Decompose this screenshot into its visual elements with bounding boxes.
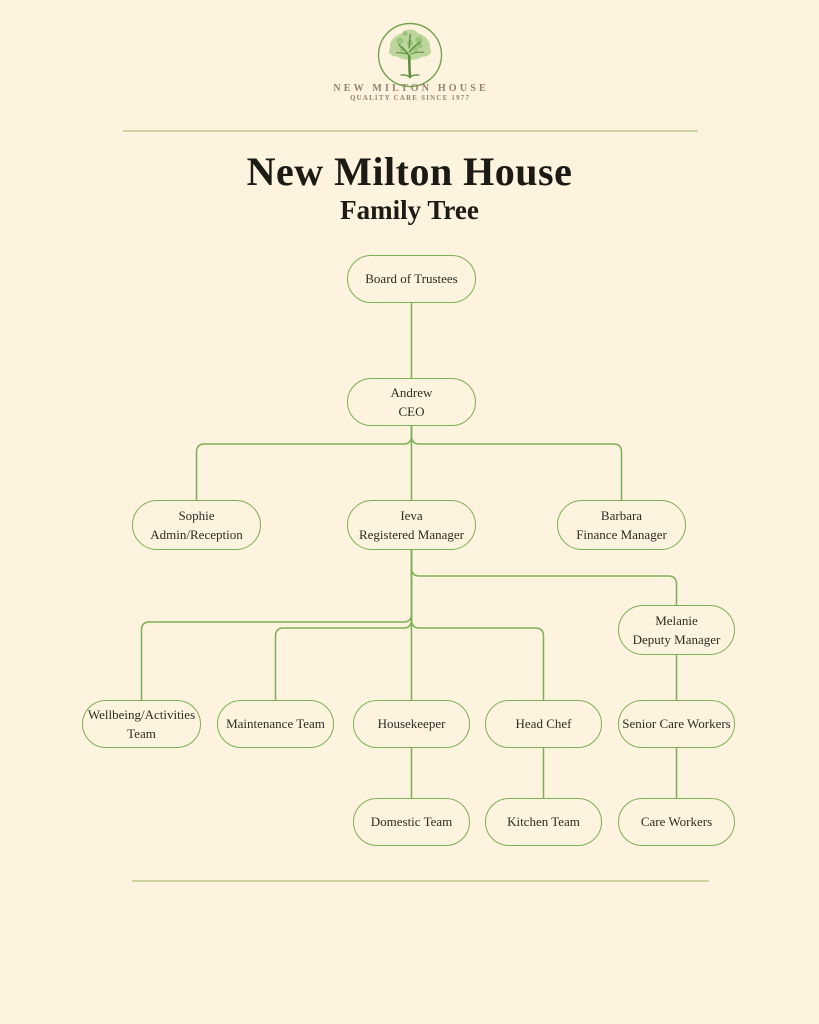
node-person-role: Deputy Manager: [632, 632, 721, 647]
node-label: Maintenance Team: [226, 716, 325, 732]
edge-manager-headchef: [410, 550, 545, 700]
bottom-divider: [132, 880, 709, 882]
node-person-role: CEO: [398, 404, 425, 419]
node-person-name: Barbara: [600, 507, 643, 523]
node-person-name: Ieva: [400, 507, 423, 523]
node-person-role: Finance Manager: [576, 527, 667, 542]
node-person-role: Registered Manager: [358, 527, 465, 542]
node-admin-reception: Sophie Admin/Reception: [132, 500, 261, 550]
node-label: Domestic Team: [370, 814, 453, 830]
node-housekeeper: Housekeeper: [353, 700, 470, 748]
brand-tagline: QUALITY CARE SINCE 1977: [350, 95, 471, 102]
node-care-workers: Care Workers: [618, 798, 735, 846]
node-head-chef: Head Chef: [485, 700, 602, 748]
tree-logo-icon: [377, 22, 443, 88]
edge-ceo-admin: [195, 426, 413, 500]
node-label: Care Workers: [640, 814, 713, 830]
top-divider: [123, 130, 698, 132]
node-label: Housekeeper: [377, 716, 446, 732]
node-person-name: Melanie: [655, 612, 698, 628]
node-kitchen-team: Kitchen Team: [485, 798, 602, 846]
node-person-name: Sophie: [178, 507, 215, 523]
node-senior-care-workers: Senior Care Workers: [618, 700, 735, 748]
node-person-role: Admin/Reception: [150, 527, 243, 542]
edge-ceo-finance: [410, 426, 623, 500]
node-deputy-manager: Melanie Deputy Manager: [618, 605, 735, 655]
node-person-name: Andrew: [390, 384, 433, 400]
node-label: Head Chef: [515, 716, 572, 732]
page-title: New Milton House: [246, 149, 573, 194]
node-label: Wellbeing/Activities Team: [87, 706, 196, 742]
edge-manager-wellbeing: [140, 550, 413, 700]
edge-manager-maintenance: [274, 550, 413, 700]
node-wellbeing-activities-team: Wellbeing/Activities Team: [82, 700, 201, 748]
node-domestic-team: Domestic Team: [353, 798, 470, 846]
brand-name: NEW MILTON HOUSE: [333, 83, 489, 94]
node-ceo: Andrew CEO: [347, 378, 476, 426]
edge-manager-deputy: [410, 550, 678, 605]
node-board-of-trustees: Board of Trustees: [347, 255, 476, 303]
node-registered-manager: Ieva Registered Manager: [347, 500, 476, 550]
node-finance-manager: Barbara Finance Manager: [557, 500, 686, 550]
page-subtitle: Family Tree: [340, 195, 479, 225]
node-label: Senior Care Workers: [622, 716, 731, 732]
node-label: Kitchen Team: [507, 814, 580, 830]
node-label: Board of Trustees: [365, 271, 458, 287]
tree-trunk: [395, 33, 425, 79]
node-maintenance-team: Maintenance Team: [217, 700, 334, 748]
